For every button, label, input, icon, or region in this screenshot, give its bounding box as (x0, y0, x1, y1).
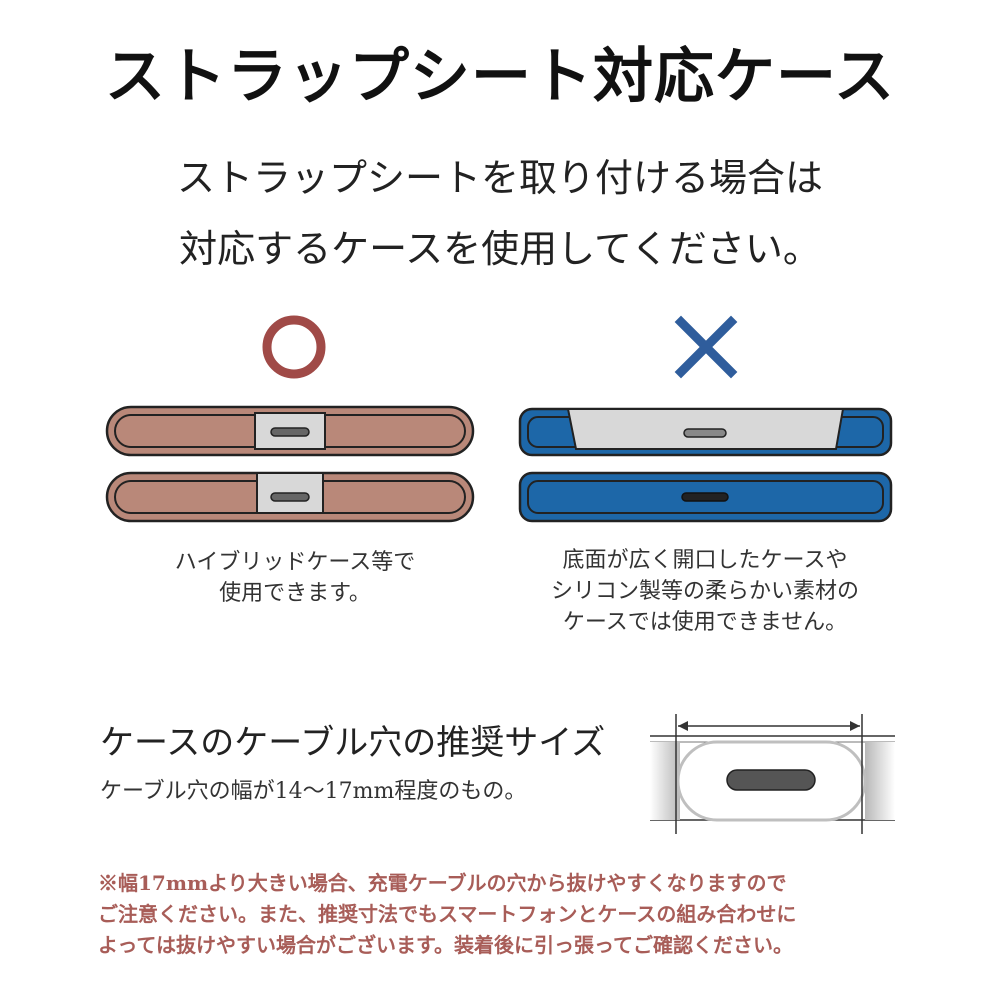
caution-note-line-3: よっては抜けやすい場合がございます。装着後に引っ張ってご確認ください。 (98, 933, 793, 957)
cross-ng-icon (674, 315, 738, 379)
bad-caption-line-3: ケースでは使用できません。 (562, 610, 848, 635)
soft-case-illustration (518, 407, 893, 523)
good-caption-line-2: 使用できます。 (219, 581, 371, 606)
cable-hole-heading: ケースのケーブル穴の推奨サイズ (100, 723, 606, 763)
cable-hole-description: ケーブル穴の幅が14〜17mm程度のもの。 (100, 779, 527, 804)
good-caption-line-1: ハイブリッドケース等で (174, 550, 416, 575)
subtitle-line-2: 対応するケースを使用してください。 (179, 227, 821, 271)
good-caption: ハイブリッドケース等で 使用できます。 (130, 547, 460, 609)
cable-hole-diagram (650, 714, 895, 834)
bad-caption: 底面が広く開口したケースや シリコン製等の柔らかい素材の ケースでは使用できませ… (505, 545, 905, 638)
circle-ok-icon (262, 315, 326, 379)
bad-caption-line-1: 底面が広く開口したケースや (562, 548, 848, 573)
caution-note-line-1: ※幅17mmより大きい場合、充電ケーブルの穴から抜けやすくなりますので (98, 871, 787, 895)
subtitle-line-1: ストラップシートを取り付ける場合は (176, 156, 823, 200)
caution-note: ※幅17mmより大きい場合、充電ケーブルの穴から抜けやすくなりますので ご注意く… (98, 868, 948, 961)
hybrid-case-illustration (105, 405, 475, 523)
bad-caption-line-2: シリコン製等の柔らかい素材の (550, 579, 859, 604)
page-title: ストラップシート対応ケース (105, 42, 895, 112)
caution-note-line-2: ご注意ください。また、推奨寸法でもスマートフォンとケースの組み合わせに (98, 902, 797, 926)
